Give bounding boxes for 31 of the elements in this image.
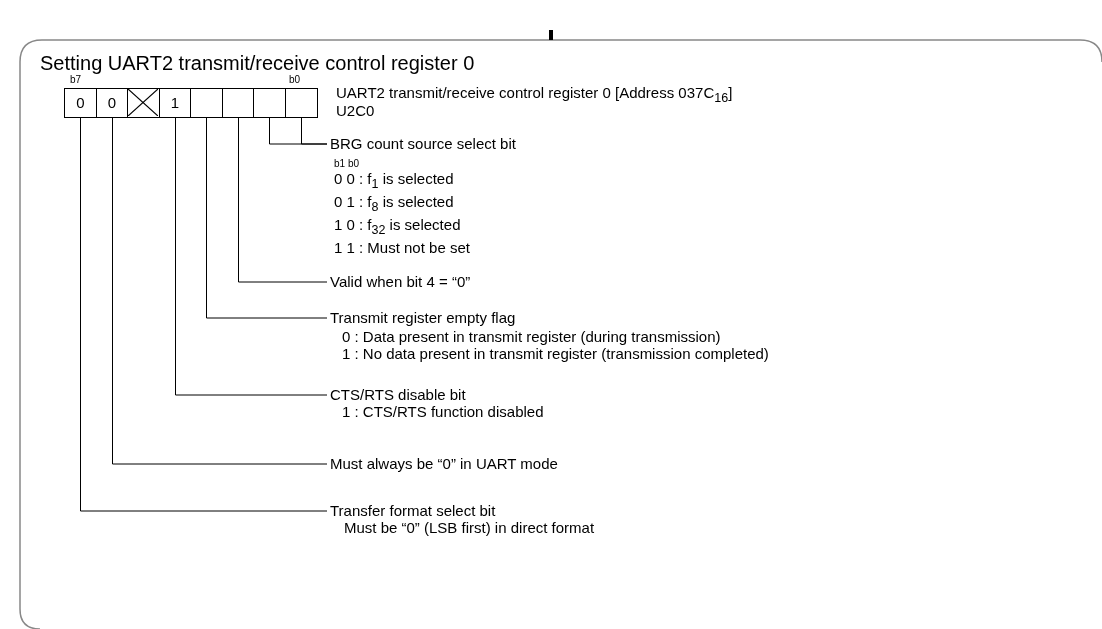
bit-description: Must always be “0” in UART mode bbox=[330, 455, 558, 472]
leader-line bbox=[112, 117, 328, 465]
setting-note: 0 1 : f$_{8}$ is selected bbox=[334, 193, 454, 216]
leader-line bbox=[206, 117, 328, 319]
bit-description: CTS/RTS disable bit bbox=[330, 386, 466, 403]
setting-note: 1 : No data present in transmit register (transmission completed) bbox=[342, 345, 769, 362]
leader-line bbox=[238, 117, 328, 283]
bit-description: BRG count source select bit bbox=[330, 135, 516, 152]
leader-line bbox=[80, 117, 328, 512]
bit-cell bbox=[190, 88, 223, 118]
register-name: UART2 transmit/receive control register 0 [Address 037C$_{16}$] bbox=[336, 84, 733, 105]
bit-number: b0 bbox=[289, 74, 301, 85]
setting-note: 0 : Data present in transmit register (during transmission) bbox=[342, 328, 721, 345]
setting-note: 1 1 : Must not be set bbox=[334, 239, 470, 256]
setting-note: 1 : CTS/RTS function disabled bbox=[342, 403, 544, 420]
bit-cell bbox=[284, 88, 318, 118]
reserved-bit-cell bbox=[127, 88, 160, 118]
bit-description: Valid when bit 4 = “0” bbox=[330, 273, 471, 290]
setting-note: Must be “0” (LSB first) in direct format bbox=[344, 519, 595, 536]
leader-line bbox=[175, 117, 328, 396]
setting-note: 0 0 : f$_{1}$ is selected bbox=[334, 170, 454, 193]
bit-cell: 0 bbox=[64, 88, 97, 118]
bit-description: Transfer format select bit bbox=[330, 502, 496, 519]
column-header: b1 b0 bbox=[334, 158, 360, 170]
bit-description: Transmit register empty flag bbox=[330, 309, 516, 326]
bit-cell bbox=[253, 88, 286, 118]
bit-number: b7 bbox=[70, 74, 82, 85]
leader-line bbox=[269, 117, 328, 145]
setting-note: 1 0 : f$_{32}$ is selected bbox=[334, 216, 461, 239]
register-symbol: U2C0 bbox=[336, 102, 375, 119]
title: Setting UART2 transmit/receive control register 0 bbox=[40, 52, 475, 75]
